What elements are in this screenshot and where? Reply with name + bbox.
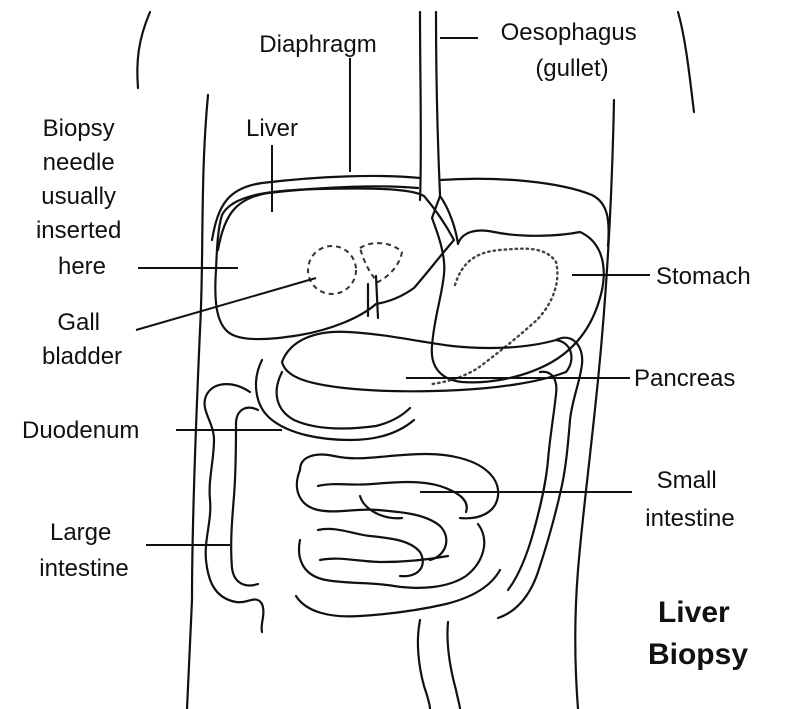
stomach: [432, 196, 604, 382]
label-large-intestine: Large intestine: [39, 519, 128, 582]
label-stomach: Stomach: [656, 263, 751, 290]
large-intestine: [205, 338, 583, 709]
stomach-dotted-outline: [432, 249, 557, 384]
label-liver: Liver: [246, 115, 298, 142]
gall-bladder: [308, 243, 402, 318]
diagram-title: Liver Biopsy: [648, 596, 748, 671]
small-intestine: [296, 454, 500, 616]
label-pancreas: Pancreas: [634, 365, 735, 392]
duodenum: [256, 360, 414, 440]
label-biopsy-needle: Biopsy needle usually inserted here: [36, 115, 128, 280]
label-diaphragm: Diaphragm: [259, 31, 376, 58]
oesophagus: [420, 12, 440, 200]
pancreas: [282, 332, 571, 392]
label-oesophagus: Oesophagus (gullet): [501, 19, 644, 82]
pointer-lines: [136, 38, 650, 545]
body-outline: [137, 12, 694, 709]
label-gall-bladder: Gall bladder: [42, 309, 122, 370]
label-duodenum: Duodenum: [22, 417, 139, 444]
liver: [215, 189, 454, 340]
label-small-intestine: Small intestine: [645, 467, 734, 532]
